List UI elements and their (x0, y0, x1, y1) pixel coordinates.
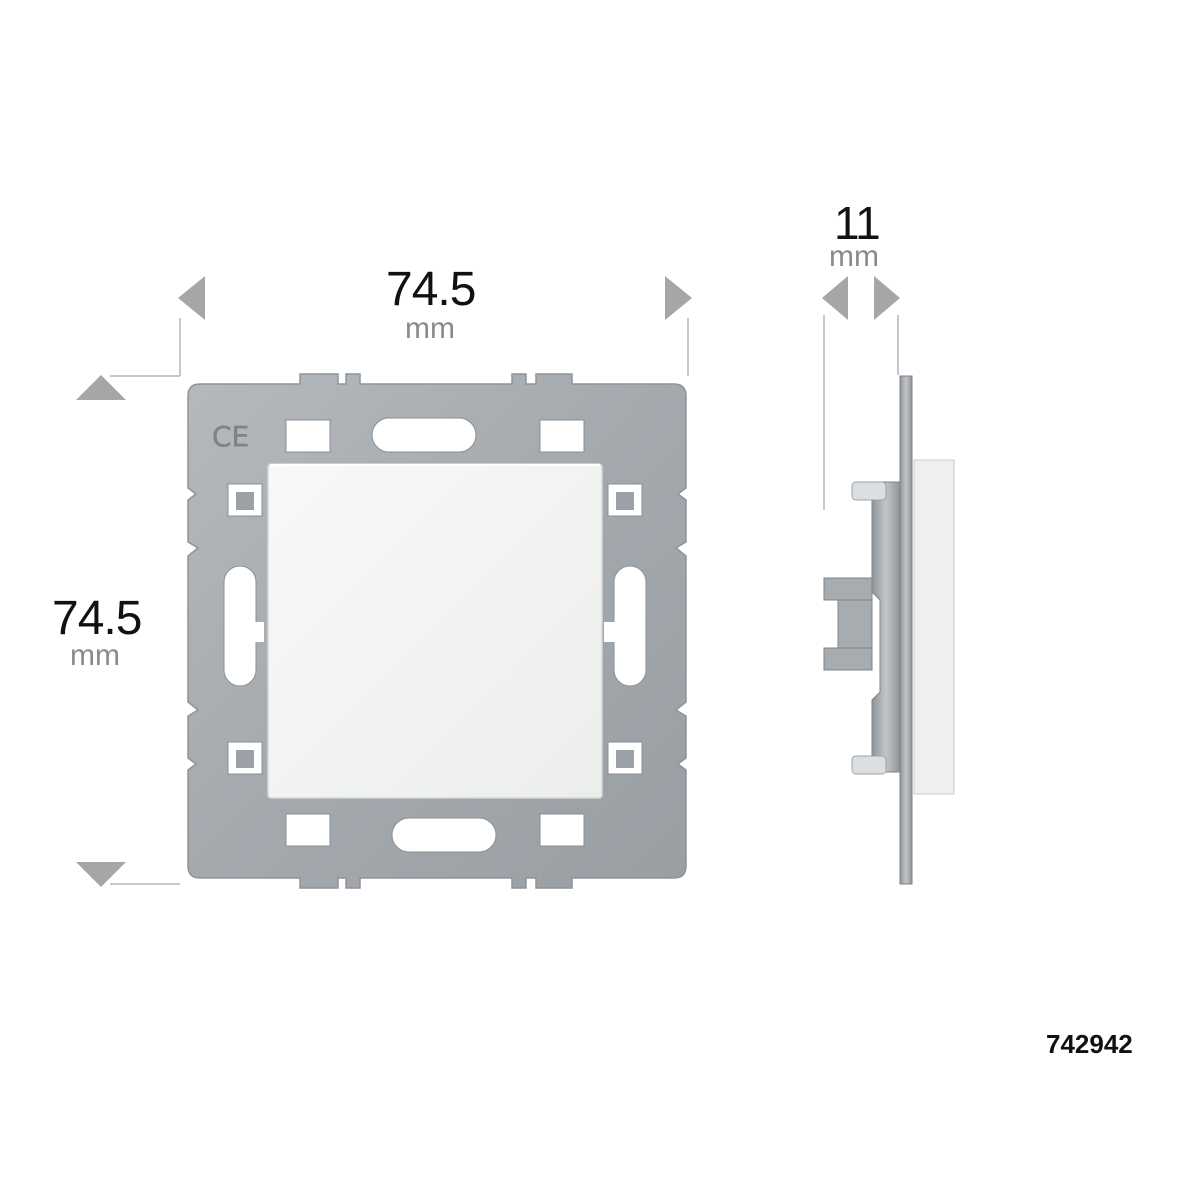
thickness-left-arrow-icon (822, 276, 848, 320)
height-top-arrow-icon (76, 375, 126, 400)
dimension-arrows (76, 276, 900, 887)
product-code: 742942 (1046, 1029, 1133, 1059)
ce-mark: CE (212, 420, 249, 453)
thickness-unit: mm (829, 240, 879, 273)
side-view (823, 375, 955, 885)
width-left-arrow-icon (178, 276, 205, 320)
width-unit: mm (405, 312, 455, 345)
width-value: 74.5 (386, 263, 476, 316)
side-view-metal-plate (899, 375, 913, 885)
thickness-right-arrow-icon (874, 276, 900, 320)
height-bottom-arrow-icon (76, 862, 126, 887)
dimension-guides (110, 315, 899, 885)
side-view-white-cover (913, 459, 955, 795)
height-unit: mm (70, 639, 120, 672)
front-view-switch-face (267, 463, 603, 799)
width-right-arrow-icon (665, 276, 692, 320)
thickness-value: 11 (834, 197, 881, 249)
height-value: 74.5 (52, 592, 142, 645)
side-view-mechanism (871, 481, 901, 773)
